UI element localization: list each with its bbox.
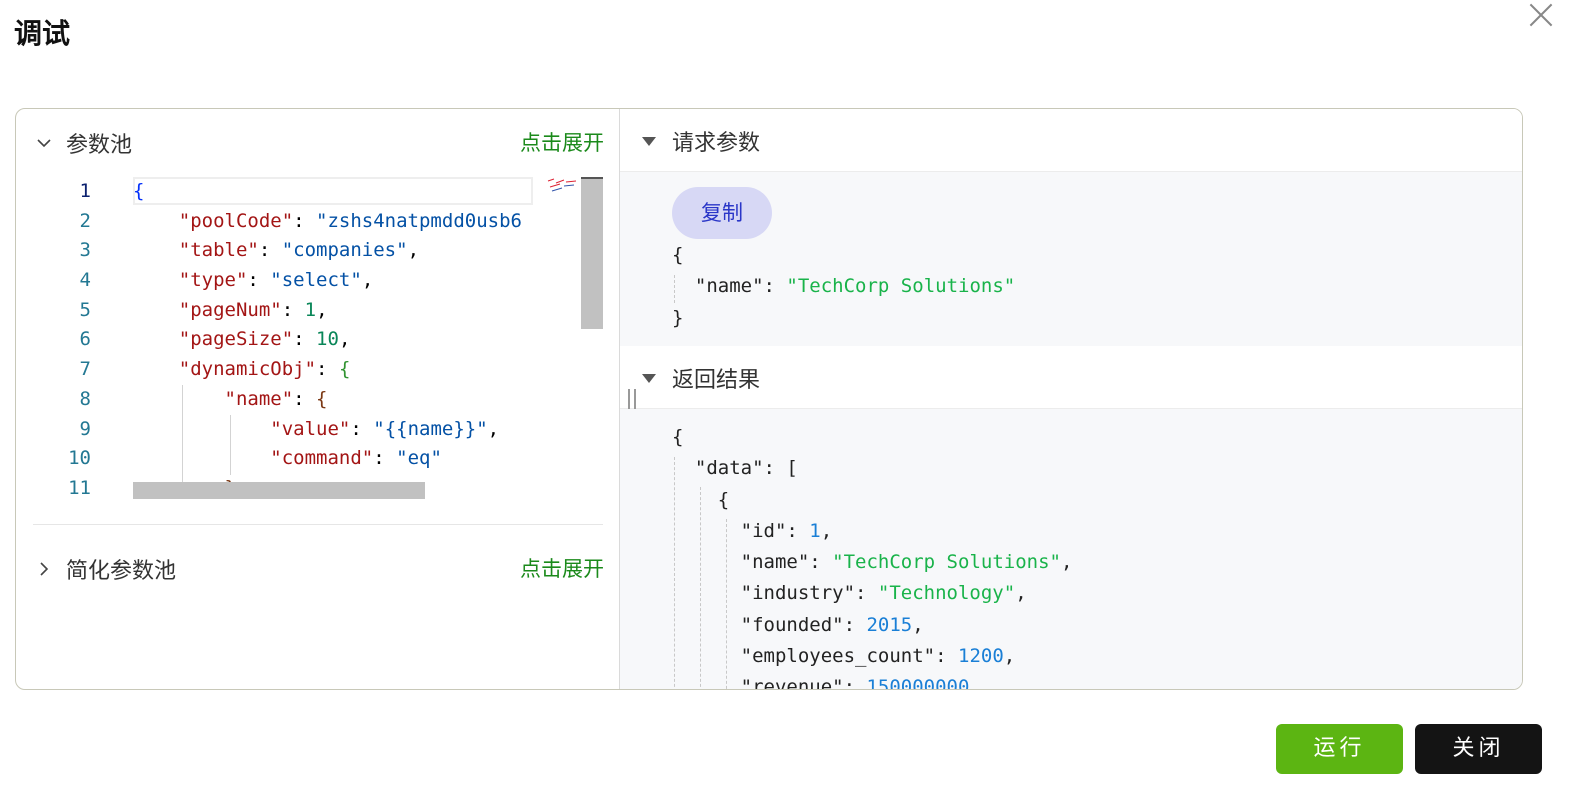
json-value: 1 [809,519,821,542]
json-key: "data" [694,457,764,480]
code-line: "name": { [224,387,328,410]
json-indent-guide [726,519,727,689]
response-json: { "data": [ { "id": 1, "name": "TechCorp… [672,422,1072,690]
code-line: "value": "{{name}}", [270,417,500,440]
code-line: "pageNum": 1, [178,298,328,321]
simplified-pool-expand-link[interactable]: 点击展开 [520,557,604,581]
line-number: 5 [79,298,91,321]
code-line: "command": "eq" [270,447,442,470]
code-line: { [133,180,145,202]
close-icon[interactable] [1526,0,1556,30]
line-number: 7 [79,358,91,381]
section-divider [33,524,603,525]
code-line: "dynamicObj": { [178,358,351,381]
simplified-pool-label: 简化参数池 [66,559,177,584]
code-line: "type": "select", [178,269,374,292]
close-button[interactable]: 关闭 [1415,724,1542,774]
json-indent-guide [674,457,675,689]
code-content[interactable]: { "poolCode": "zshs4natpmdd0usb6 "table"… [133,177,533,499]
json-indent-guide [700,487,701,689]
line-number: 2 [79,209,91,232]
dialog-title: 调试 [14,17,71,50]
param-pool-column: 参数池 点击展开 1 2 3 4 5 6 7 8 9 10 11 { "pool… [16,109,619,689]
json-value: 150000000 [866,676,970,690]
horizontal-scrollbar[interactable] [133,482,425,499]
request-params-header[interactable]: 请求参数 [620,109,1522,172]
json-key: "industry" [740,582,856,605]
request-json: { "name": "TechCorp Solutions" } [672,244,1016,329]
request-params-label: 请求参数 [672,131,761,156]
json-value: 1200 [958,645,1004,668]
scrollbar-top-marker [581,177,603,179]
line-number: 10 [68,447,91,470]
json-key: "name" [694,275,764,298]
debug-panel: 参数池 点击展开 1 2 3 4 5 6 7 8 9 10 11 { "pool… [15,108,1523,690]
code-line: "pageSize": 10, [178,328,351,351]
json-value: "TechCorp Solutions" [832,551,1061,574]
chevron-right-icon[interactable] [36,561,52,577]
simplified-pool-header[interactable]: 简化参数池 点击展开 [36,549,604,589]
minimap-icon [547,178,577,192]
response-header[interactable]: 返回结果 [620,346,1522,409]
triangle-down-icon[interactable] [642,137,656,146]
json-key: "name" [740,551,810,574]
run-button[interactable]: 运行 [1276,724,1403,774]
json-key: "revenue" [740,676,844,690]
line-number: 3 [79,239,91,262]
triangle-down-icon[interactable] [642,374,656,383]
column-divider [619,109,620,689]
param-pool-expand-link[interactable]: 点击展开 [520,131,604,155]
indent-guide [182,385,183,499]
param-pool-header[interactable]: 参数池 点击展开 [36,123,604,163]
result-column: 请求参数 复制 { "name": "TechCorp Solutions" }… [620,109,1522,689]
json-key: "employees_count" [740,645,936,668]
line-number: 1 [79,180,91,202]
line-number: 6 [79,328,91,351]
json-value: 2015 [866,613,913,636]
code-line: "table": "companies", [178,239,420,262]
line-numbers: 1 2 3 4 5 6 7 8 9 10 11 [36,177,121,504]
param-pool-label: 参数池 [66,133,133,158]
chevron-down-icon[interactable] [36,135,52,151]
line-number: 4 [79,269,91,292]
current-line-highlight [133,177,533,205]
resize-handle[interactable] [628,389,636,409]
line-number: 11 [68,476,91,499]
json-key: "founded" [740,613,844,636]
json-value: "Technology" [877,582,1016,605]
response-label: 返回结果 [672,368,761,393]
param-pool-editor[interactable]: 1 2 3 4 5 6 7 8 9 10 11 { "poolCode": "z… [36,177,604,499]
json-key: "id" [740,519,787,542]
copy-button[interactable]: 复制 [672,187,772,239]
json-value: "TechCorp Solutions" [786,275,1016,298]
json-indent-guide [674,275,675,303]
vertical-scrollbar[interactable] [581,179,603,329]
indent-guide [230,415,231,475]
line-number: 8 [79,387,91,410]
code-line: "poolCode": "zshs4natpmdd0usb6 [178,209,522,232]
line-number: 9 [79,417,91,440]
